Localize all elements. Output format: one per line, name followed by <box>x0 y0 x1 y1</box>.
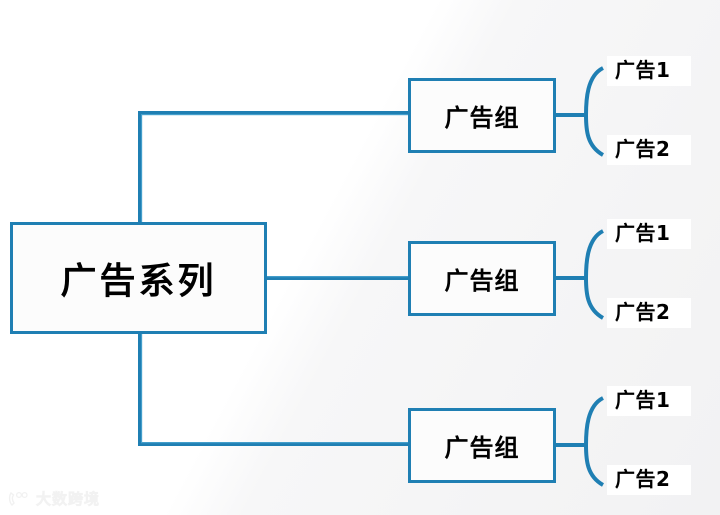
leaf-ad-3-2[interactable]: 广告2 <box>607 465 691 495</box>
leaf-ad-2-2[interactable]: 广告2 <box>607 298 691 328</box>
connector-highlight-down <box>141 332 408 444</box>
leaf-ad-1-1[interactable]: 广告1 <box>607 56 691 86</box>
bracket-group3 <box>583 396 605 487</box>
node-campaign[interactable]: 广告系列 <box>10 222 267 334</box>
connector-root-up <box>138 111 408 224</box>
connector-highlight-up <box>141 114 408 224</box>
node-ad-group-3[interactable]: 广告组 <box>408 408 556 483</box>
leaf-ad-3-1[interactable]: 广告1 <box>607 386 691 416</box>
bracket-group2 <box>583 229 605 320</box>
leaf-ad-1-2[interactable]: 广告2 <box>607 135 691 165</box>
node-ad-group-2[interactable]: 广告组 <box>408 241 556 316</box>
connector-root-down <box>138 332 408 446</box>
node-ad-group-1[interactable]: 广告组 <box>408 78 556 153</box>
bracket-group1 <box>583 66 605 157</box>
leaf-ad-2-1[interactable]: 广告1 <box>607 219 691 249</box>
